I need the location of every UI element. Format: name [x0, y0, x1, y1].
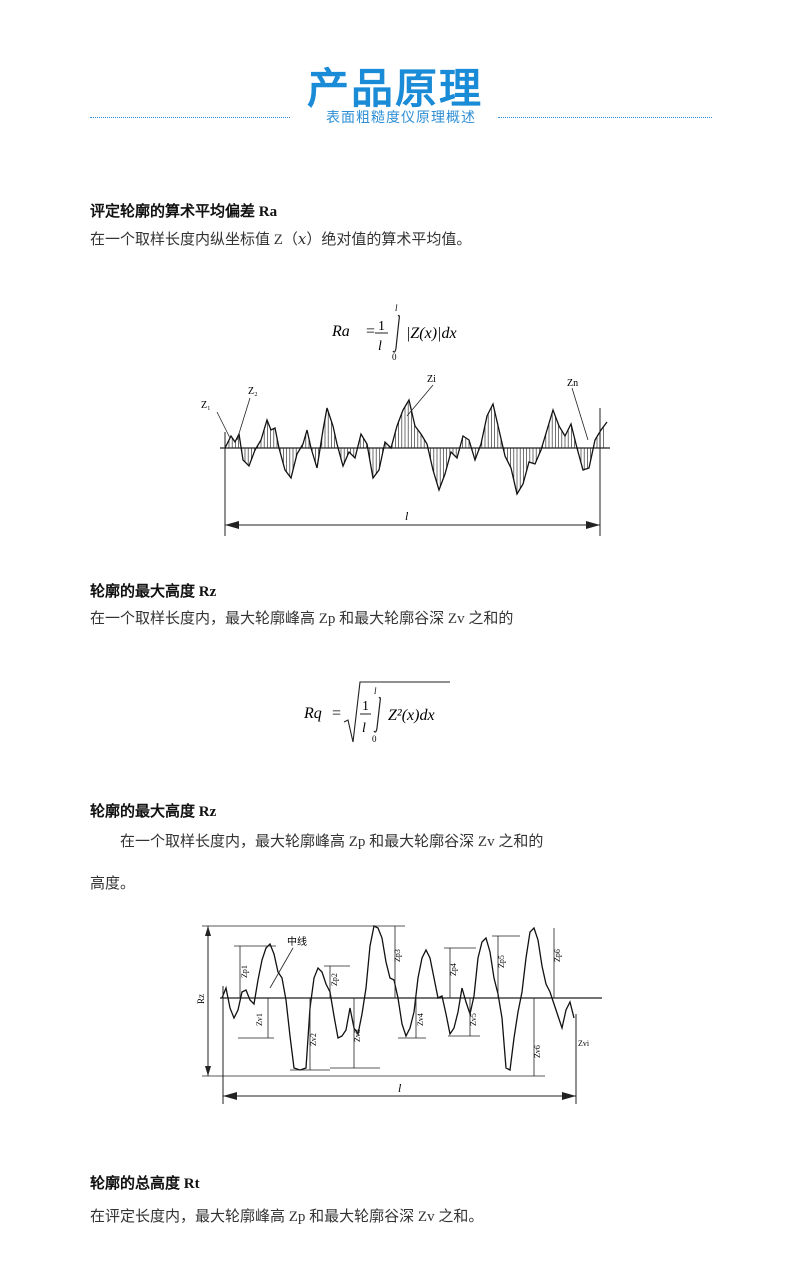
label-z2: Z₂: [248, 386, 258, 397]
section-text-rt: 在评定长度内，最大轮廓峰高 Zp 和最大轮廓谷深 Zv 之和。: [90, 1209, 484, 1225]
formula-ra: Ra = 1 l l 0 |Z(x)|dx: [331, 303, 457, 362]
page-title: 产品原理: [306, 64, 483, 113]
label-zn: Zn: [567, 378, 578, 389]
label-zp6: Zp6: [553, 949, 562, 962]
integral2-sign: [373, 696, 381, 733]
label-zv6: Zv6: [533, 1045, 542, 1058]
formula2-lower: 0: [372, 734, 377, 744]
section-text-rz: 在一个取样长度内，最大轮廓峰高 Zp 和最大轮廓谷深 Zv 之和的: [90, 611, 514, 627]
formula2-body: Z²(x)dx: [388, 707, 435, 724]
formula2-eq: =: [332, 705, 341, 722]
page-subtitle: 表面粗糙度仪原理概述: [90, 107, 712, 127]
formula-den: l: [378, 339, 382, 354]
formula-num: 1: [378, 319, 385, 334]
label-zp4: Zp4: [449, 963, 458, 976]
label-length-2: l: [398, 1081, 402, 1095]
label-length: l: [405, 509, 409, 523]
label-zv1: Zv1: [255, 1013, 264, 1026]
section-heading-ra: 评定轮廓的算术平均偏差 Ra: [90, 204, 278, 220]
divider-right: [498, 117, 712, 118]
section-heading-rz-2: 轮廓的最大高度 Rz: [90, 804, 217, 820]
formula-eq: =: [366, 323, 375, 340]
label-zp1: Zp1: [240, 965, 249, 978]
diagram-ra-profile: Z₁ Z₂ Zi Zn l: [201, 374, 610, 536]
formula2-lhs: Rq: [303, 705, 322, 722]
section-heading-rt: 轮廓的总高度 Rt: [90, 1176, 200, 1192]
formula2-num: 1: [362, 699, 369, 714]
formula-lhs: Ra: [331, 323, 350, 340]
label-zp3: Zp3: [393, 949, 402, 962]
section-text-rz-2: 在一个取样长度内，最大轮廓峰高 Zp 和最大轮廓谷深 Zv 之和的: [120, 834, 544, 850]
section-text-rz-2b: 高度。: [90, 876, 136, 892]
label-zvi: Zvi: [578, 1039, 590, 1048]
label-zp5: Zp5: [497, 955, 506, 968]
formula-rq: Rq = 1 l l 0 Z²(x)dx: [303, 681, 450, 744]
label-zv5: Zv5: [469, 1013, 478, 1026]
label-zv3: Zv3: [353, 1029, 362, 1042]
formula-body: |Z(x)|dx: [406, 325, 457, 342]
section-text-ra: 在一个取样长度内纵坐标值 Z（𝑥）绝对值的算术平均值。: [90, 232, 472, 248]
section-heading-rz: 轮廓的最大高度 Rz: [90, 584, 217, 600]
label-zi: Zi: [427, 374, 436, 385]
diagram-rz-profile: Rz l 中线 Zp1 Zp2 Zp3 Zp4 Zp5 Zp6 Zv1 Zv2 …: [196, 925, 602, 1104]
profile-curve-2: [221, 925, 575, 1071]
label-z1: Z₁: [201, 400, 211, 411]
formula2-upper: l: [374, 686, 377, 696]
integral-sign: [392, 314, 400, 353]
divider-left: [90, 117, 290, 118]
label-rz: Rz: [196, 994, 206, 1004]
sqrt-sign: [343, 681, 450, 743]
label-zp2: Zp2: [330, 973, 339, 986]
profile-curve: [224, 398, 608, 496]
page-subtitle-line: 表面粗糙度仪原理概述: [90, 107, 712, 127]
label-midline: 中线: [287, 935, 307, 948]
label-zv2: Zv2: [309, 1033, 318, 1046]
label-zv4: Zv4: [416, 1013, 425, 1026]
formula-lower: 0: [392, 352, 397, 362]
formula-upper: l: [395, 303, 398, 313]
formula2-den: l: [362, 721, 366, 736]
